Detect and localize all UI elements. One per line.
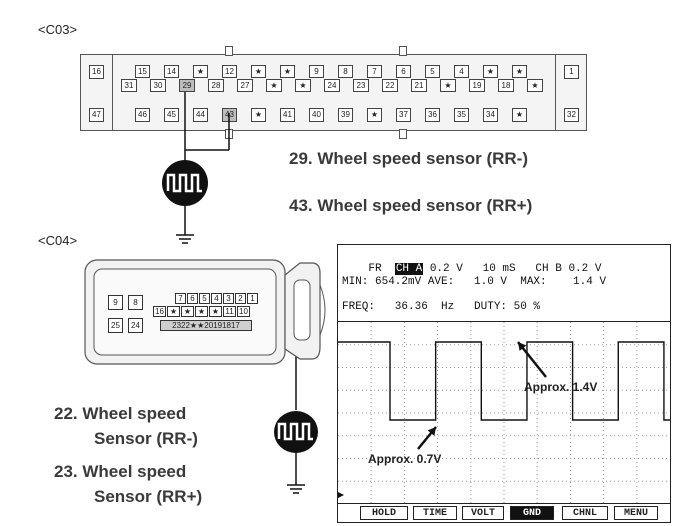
scope-button-menu[interactable]: MENU [614, 506, 658, 520]
arrow-to-low-level-head [427, 427, 436, 436]
c04-pin-5: 5 [199, 293, 210, 304]
c03-pin-7: 7 [367, 65, 382, 78]
c04-pin-8: 8 [128, 295, 143, 310]
caption-pin-22-line1: 22. Wheel speed [54, 404, 187, 423]
scope-header-row: FR CH A 0.2 V 10 mS CH B 0.2 V [342, 251, 601, 287]
c03-label: <C03> [38, 22, 78, 37]
c03-pin-unused: ★ [512, 108, 527, 122]
c03-pin-4: 4 [454, 65, 469, 78]
caption-pin-43: 43. Wheel speed sensor (RR+) [289, 196, 533, 215]
scope-button-gnd[interactable]: GND [510, 506, 554, 520]
connector-latch [399, 46, 407, 56]
connector-latch [225, 46, 233, 56]
c03-pin-12: 12 [222, 65, 237, 78]
c03-pin-45: 45 [164, 108, 179, 122]
c03-pin-unused: ★ [251, 108, 266, 122]
c03-pin-19: 19 [469, 79, 485, 92]
c03-pin-unused: ★ [527, 79, 543, 92]
c04-pin-16: 16 [153, 306, 166, 317]
c03-pin-6: 6 [396, 65, 411, 78]
ground-marker-icon [338, 492, 344, 498]
annotation-high-voltage: Approx. 1.4V [524, 380, 598, 394]
connector-latch [399, 129, 407, 139]
oscilloscope-screen: FR CH A 0.2 V 10 mS CH B 0.2 V MIN: 654.… [337, 244, 671, 523]
c03-pin-15: 15 [135, 65, 150, 78]
c03-pin-16: 16 [89, 65, 104, 79]
c04-pin-9: 9 [108, 295, 123, 310]
arrow-to-high-level-head [518, 342, 527, 351]
c03-pin-34: 34 [483, 108, 498, 122]
c03-pin-37: 37 [396, 108, 411, 122]
c04-pin-row-bottom: 2322★★20191817 [160, 320, 252, 331]
c03-pin-21: 21 [411, 79, 427, 92]
c04-label: <C04> [38, 233, 78, 248]
caption-pin-23-line2: Sensor (RR+) [94, 487, 203, 506]
c04-pin-unused: ★ [167, 306, 180, 317]
c03-pin-36: 36 [425, 108, 440, 122]
c03-pin-41: 41 [280, 108, 295, 122]
c03-pin-32: 32 [564, 108, 579, 122]
c04-pin-10: 10 [237, 306, 250, 317]
scope-button-hold[interactable]: HOLD [360, 506, 408, 520]
scope-cha-label: CH A [394, 263, 424, 275]
c03-pin-5: 5 [425, 65, 440, 78]
c03-pin-unused: ★ [193, 65, 208, 78]
c03-pin-unused: ★ [280, 65, 295, 78]
c04-pin-unused: ★ [195, 306, 208, 317]
caption-pin-22-line2: Sensor (RR-) [94, 429, 198, 448]
scope-settings-label: 0.2 V 10 mS CH B 0.2 V [423, 263, 602, 275]
c04-pin-11: 11 [223, 306, 236, 317]
c04-pin-24: 24 [128, 318, 143, 333]
scope-button-time[interactable]: TIME [413, 506, 457, 520]
c03-pin-27: 27 [237, 79, 253, 92]
c04-pin-6: 6 [187, 293, 198, 304]
scope-stats-row: MIN: 654.2mV AVE: 1.0 V MAX: 1.4 V [342, 276, 607, 288]
c04-pin-3: 3 [223, 293, 234, 304]
c03-pin-8: 8 [338, 65, 353, 78]
scope-fr-label: FR [368, 263, 382, 275]
c04-pin-1: 1 [247, 293, 258, 304]
c04-pin-25: 25 [108, 318, 123, 333]
c03-pin-unused: ★ [266, 79, 282, 92]
scope-freq-row: FREQ: 36.36 Hz DUTY: 50 % [342, 301, 541, 313]
square-wave-signal [338, 341, 670, 421]
c03-pin-28: 28 [208, 79, 224, 92]
c03-pin-47: 47 [89, 108, 104, 122]
annotation-low-voltage: Approx. 0.7V [368, 452, 442, 466]
c03-pin-31: 31 [121, 79, 137, 92]
c03-pin-39: 39 [338, 108, 353, 122]
c03-pin-35: 35 [454, 108, 469, 122]
c03-pin-23: 23 [353, 79, 369, 92]
c04-pin-4: 4 [211, 293, 222, 304]
wheel-speed-sensor-icon [274, 411, 318, 453]
c03-pin-9: 9 [309, 65, 324, 78]
c03-pin-22: 22 [382, 79, 398, 92]
c03-pin-29: 29 [179, 79, 195, 92]
c03-pin-14: 14 [164, 65, 179, 78]
scope-button-volt[interactable]: VOLT [462, 506, 504, 520]
c03-pin-unused: ★ [251, 65, 266, 78]
c04-pin-unused: ★ [209, 306, 222, 317]
caption-pin-23-line1: 23. Wheel speed [54, 462, 187, 481]
c03-pin-unused: ★ [512, 65, 527, 78]
c03-pin-40: 40 [309, 108, 324, 122]
c03-pin-1: 1 [564, 65, 579, 79]
wheel-speed-sensor-icon [162, 160, 208, 206]
c04-pin-7: 7 [175, 293, 186, 304]
c03-pin-44: 44 [193, 108, 208, 122]
c03-pin-46: 46 [135, 108, 150, 122]
c03-pin-unused: ★ [483, 65, 498, 78]
c03-pin-unused: ★ [367, 108, 382, 122]
c03-pin-30: 30 [150, 79, 166, 92]
scope-plot [338, 322, 670, 504]
scope-button-chnl[interactable]: CHNL [562, 506, 608, 520]
c04-pin-2: 2 [235, 293, 246, 304]
c03-pin-24: 24 [324, 79, 340, 92]
c03-pin-unused: ★ [440, 79, 456, 92]
c04-pin-unused: ★ [181, 306, 194, 317]
c03-pin-18: 18 [498, 79, 514, 92]
c03-pin-unused: ★ [295, 79, 311, 92]
caption-pin-29: 29. Wheel speed sensor (RR-) [289, 149, 529, 168]
